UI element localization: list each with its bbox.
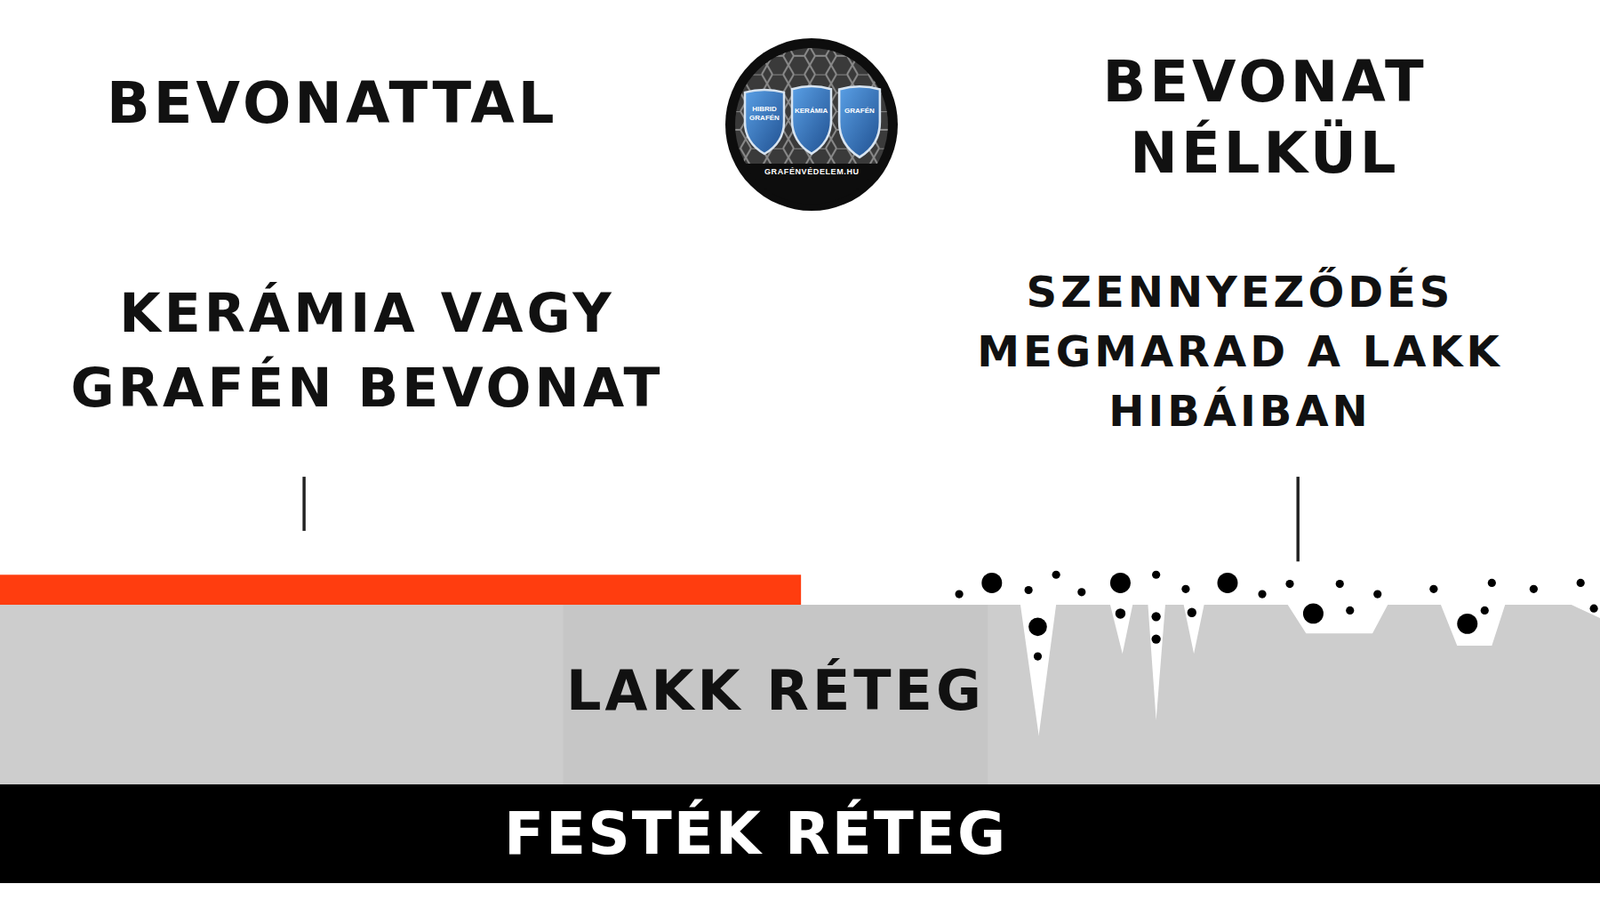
leader-line: [1296, 476, 1299, 561]
layer-name: FESTÉK RÉTEG: [504, 784, 1008, 883]
shield-text: HIBRID GRAFÉN: [746, 104, 783, 123]
shield-outline: [836, 83, 883, 160]
shield-badge: GRAFÉN: [836, 83, 883, 160]
callout-text: SZENNYEZŐDÉS MEGMARAD A LAKK HIBÁIBAN: [955, 262, 1525, 441]
layer-name: LAKK RÉTEG: [566, 659, 985, 722]
shield-text: GRAFÉN: [844, 106, 875, 116]
logo-url: GRAFÉNVÉDELEM.HU: [764, 167, 860, 177]
paint-layer: FESTÉK RÉTEG: [0, 784, 1600, 883]
column-heading: BEVONAT NÉLKÜL: [1060, 46, 1470, 189]
logo-circle: GRAFÉNVÉDELEM.HU HIBRID GRAFÉN KERÁMIA GRAF…: [724, 37, 899, 212]
clear-coat-layer: LAKK RÉTEG: [0, 604, 1600, 784]
shield-outline: [789, 83, 834, 157]
shield-text: KERÁMIA: [794, 106, 828, 116]
leader-line: [302, 476, 305, 531]
column-heading: BEVONATTAL: [106, 69, 605, 137]
shield-badge: KERÁMIA: [789, 83, 834, 157]
shield-badge: HIBRID GRAFÉN: [742, 87, 787, 157]
coating-layer: [0, 574, 801, 605]
callout-text: KERÁMIA VAGY GRAFÉN BEVONAT: [20, 275, 714, 425]
